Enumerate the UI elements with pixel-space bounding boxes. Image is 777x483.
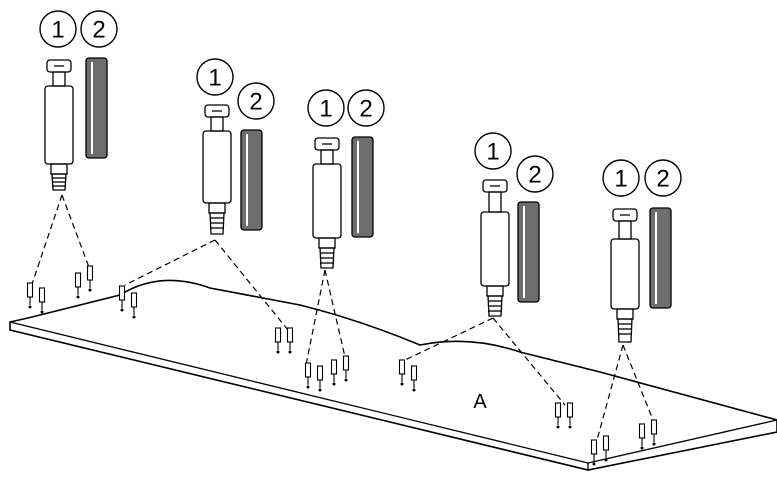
small-hole-pin-icon (566, 402, 574, 429)
small-hole-pin-icon (398, 359, 406, 386)
callout-cam-bolt-4: 1 (474, 132, 512, 170)
small-hole-pin-icon (286, 327, 294, 354)
svg-text:1: 1 (486, 139, 499, 166)
svg-text:2: 2 (249, 89, 262, 116)
cam-bolt-icon (44, 59, 74, 191)
small-hole-pin-icon (602, 435, 610, 462)
cam-bolt-icon (610, 208, 640, 343)
wood-dowel-icon (85, 57, 108, 159)
panel-a: A (9, 279, 777, 471)
callout-dowel-3: 2 (347, 89, 385, 127)
small-hole-pin-icon (342, 355, 350, 382)
small-hole-pin-icon (86, 265, 94, 292)
svg-text:1: 1 (319, 96, 332, 123)
callout-cam-bolt-2: 1 (196, 58, 234, 96)
small-hole-pin-icon (330, 359, 338, 386)
leader-lines (29, 194, 656, 441)
svg-text:2: 2 (528, 162, 541, 189)
callout-cam-bolt-1: 1 (39, 10, 77, 48)
svg-text:1: 1 (208, 65, 221, 92)
callout-dowel-5: 2 (644, 159, 682, 197)
small-hole-pin-icon (410, 365, 418, 392)
wood-dowel-icon (517, 201, 540, 303)
wood-dowel-icon (240, 129, 263, 231)
svg-text:2: 2 (92, 17, 105, 44)
small-hole-pin-icon (130, 292, 138, 319)
svg-text:2: 2 (656, 166, 669, 193)
callout-cam-bolt-5: 1 (602, 159, 640, 197)
small-hole-pin-icon (304, 362, 312, 389)
hardware-group-4: 1 2 (474, 132, 554, 317)
small-hole-pin-icon (274, 327, 282, 354)
svg-text:1: 1 (51, 17, 64, 44)
small-hole-pin-icon (118, 285, 126, 312)
cam-bolt-icon (312, 137, 342, 269)
callout-cam-bolt-3: 1 (307, 89, 345, 127)
small-hole-pin-icon (638, 423, 646, 450)
small-hole-pin-icon (26, 282, 34, 309)
panel-label: A (473, 391, 487, 413)
hardware-group-2: 1 2 (196, 58, 275, 235)
small-hole-pin-icon (38, 287, 46, 314)
callout-dowel-1: 2 (80, 10, 118, 48)
small-hole-pin-icon (554, 402, 562, 429)
small-hole-pin-icon (316, 365, 324, 392)
callout-dowel-2: 2 (237, 82, 275, 120)
callout-dowel-4: 2 (516, 155, 554, 193)
panel-pins (26, 265, 658, 466)
hardware-group-3: 1 2 (307, 89, 385, 269)
wood-dowel-icon (351, 136, 374, 238)
cam-bolt-icon (480, 179, 510, 317)
hardware-group-1: 1 2 (39, 10, 118, 191)
hardware-group-5: 1 2 (602, 159, 682, 343)
svg-text:1: 1 (614, 166, 627, 193)
small-hole-pin-icon (590, 439, 598, 466)
svg-text:2: 2 (359, 96, 372, 123)
small-hole-pin-icon (74, 272, 82, 299)
cam-bolt-icon (202, 104, 232, 235)
small-hole-pin-icon (650, 419, 658, 446)
wood-dowel-icon (649, 207, 672, 309)
